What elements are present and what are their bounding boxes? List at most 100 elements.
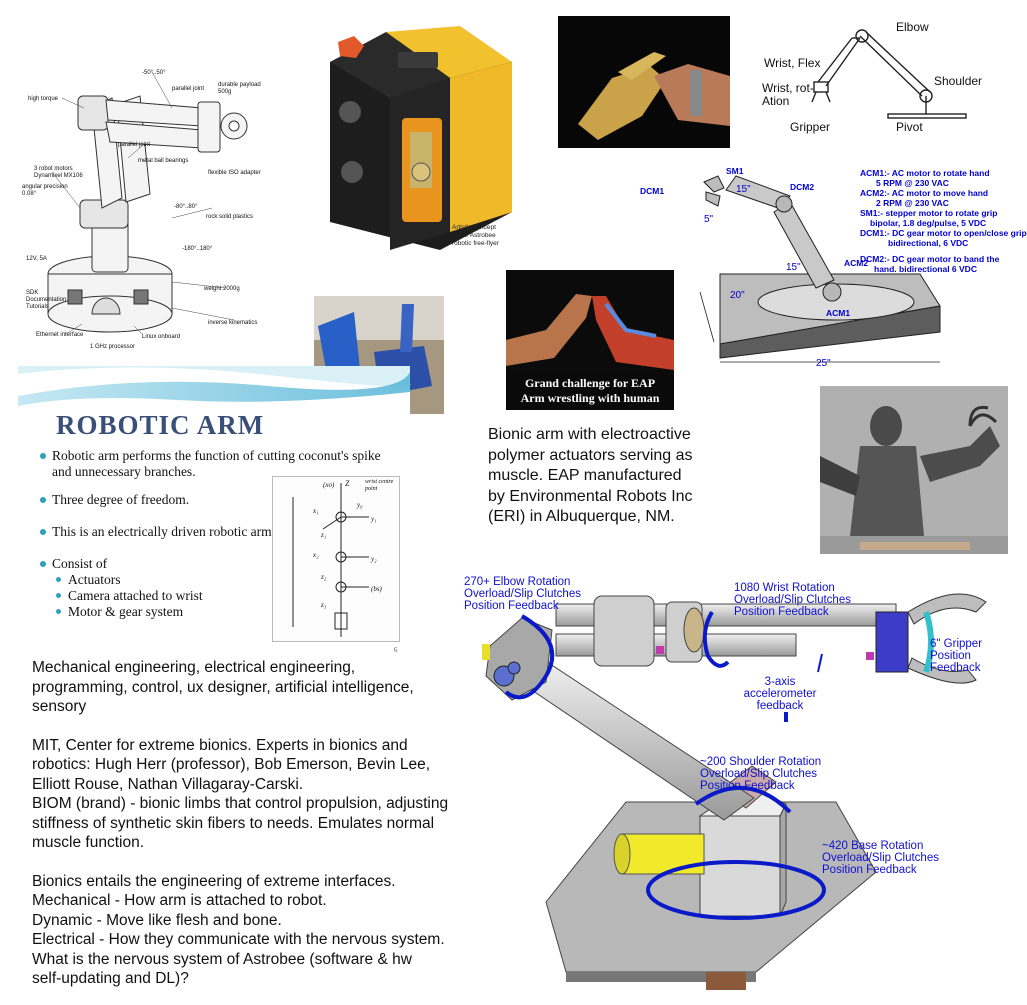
sketch-label-gripper: Gripper — [790, 120, 831, 134]
motor-arm-drawing — [699, 175, 941, 363]
cad-annotation: Position Feedback — [822, 864, 917, 876]
dc-label: ACM1 — [826, 308, 851, 318]
astrobee-caption-line: robotic free-flyer — [452, 240, 499, 247]
sketch-label-wrist-flex: Wrist, Flex — [764, 56, 821, 70]
dc-legend-line: bidirectional, 6 VDC — [888, 238, 969, 248]
sketch-label: z₃ — [321, 601, 327, 609]
eap-arm-wrestling-photo: Grand challenge for EAP Arm wrestling wi… — [506, 270, 674, 410]
eap-description-line: polymer actuators serving as — [488, 446, 693, 464]
slide-bullet-continuation: and unnecessary branches. — [52, 464, 196, 479]
sketch-label-shoulder: Shoulder — [934, 74, 983, 88]
arm-label: -80°..80° — [174, 204, 198, 210]
notes-line: MIT, Center for extreme bionics. Experts… — [32, 736, 408, 754]
arm-label: rock solid plastics — [206, 214, 254, 220]
motor-arm-diagram: SM1 DCM1 15" DCM2 5" 15" ACM2 20" ACM1 2… — [640, 162, 1027, 372]
cad-annotation: Overload/Slip Clutches — [464, 588, 581, 600]
dc-legend-line: DCM1:- DC gear motor to open/close grip — [860, 228, 1027, 238]
dc-label: ACM2 — [844, 258, 869, 268]
astrobee-caption-line: Artist's concept — [452, 224, 496, 231]
dc-label: DCM1 — [640, 186, 665, 196]
notes-line: Bionics entails the engineering of extre… — [32, 872, 396, 890]
robot-handshake-photo — [558, 16, 730, 148]
slide-wave-banner — [18, 366, 411, 406]
robot-arm-product-diagram: high torque -50°..50° parallel joint dur… — [22, 68, 262, 350]
slide-sub-bullet: Camera attached to wrist — [40, 588, 381, 604]
notes-line: sensory — [32, 698, 87, 715]
robotic-arm-slide: ROBOTIC ARM Robotic arm performs the fun… — [18, 366, 411, 658]
eap-description-line: (ERI) in Albuquerque, NM. — [488, 508, 675, 525]
slide-bullet: Robotic arm performs the function of cut… — [40, 448, 381, 464]
arm-label: -50°..50° — [142, 70, 166, 76]
dc-legend-line: hand. bidirectional 6 VDC — [874, 264, 977, 274]
slide-sub-bullet: Actuators — [40, 572, 381, 588]
dc-label: DCM2 — [790, 182, 815, 192]
dc-legend-line: bipolar, 1.8 deg/pulse, 5 VDC — [870, 218, 987, 228]
dc-legend-line: ACM2:- AC motor to move hand — [860, 188, 989, 198]
cad-annotation: 1080 Wrist Rotation — [734, 582, 835, 594]
scientist-robotic-arm-photo — [820, 386, 1008, 554]
notes-line: stiffness of synthetic skin fibers to ne… — [32, 814, 435, 832]
sketch-label: y₁ — [371, 515, 377, 523]
cad-annotation: Overload/Slip Clutches — [734, 594, 851, 606]
arm-label: parallel joint — [172, 86, 205, 92]
cad-robotic-arm-diagram: 270+ Elbow Rotation Overload/Slip Clutch… — [456, 572, 1008, 992]
eap-description: Bionic arm with electroactive polymer ac… — [488, 425, 693, 528]
handshake-drawing — [558, 16, 730, 148]
cad-annotation: 6" Gripper — [930, 638, 983, 650]
eap-description-line: by Environmental Robots Inc — [488, 487, 693, 505]
arm-label: weight 2000g — [204, 286, 240, 292]
sketch-label: Z — [345, 479, 350, 488]
sketch-label: wrist centre point — [365, 479, 394, 492]
slide-bullet: Three degree of freedom. — [40, 492, 381, 508]
arm-label: -180°..180° — [182, 246, 213, 252]
slide-title: ROBOTIC ARM — [56, 410, 265, 440]
cad-annotation: Position Feedback — [700, 780, 795, 792]
sketch-label-elbow: Elbow — [896, 20, 929, 34]
sketch-label: z₂ — [321, 573, 327, 581]
cad-annotation: feedback — [756, 700, 804, 712]
cad-annotation: accelerometer — [743, 688, 817, 700]
notes-line: What is the nervous system of Astrobee (… — [32, 950, 412, 968]
notes-line: robotics: Hugh Herr (professor), Bob Eme… — [32, 756, 431, 773]
sketch-label: (xo) — [323, 481, 335, 489]
dc-label: 15" — [736, 184, 751, 195]
arm-label: durable payload 500g — [218, 82, 261, 95]
cad-annotation: Overload/Slip Clutches — [700, 768, 817, 780]
notes-line: muscle function. — [32, 834, 144, 851]
notes-line: BIOM (brand) - bionic limbs that control… — [32, 795, 449, 812]
cad-annotation: Overload/Slip Clutches — [822, 852, 939, 864]
sketch-label-wrist-rot: Wrist, rot- — [762, 81, 814, 95]
sketch-label: y₀ — [357, 501, 363, 509]
notes-line: self-updating and DL)? — [32, 970, 189, 987]
cad-annotation: 270+ Elbow Rotation — [464, 576, 571, 588]
notes-line: Elliott Rouse, Nathan Villagaray-Carski. — [32, 775, 304, 793]
sketch-label: x₁ — [313, 507, 319, 515]
arm-label: inverse kinematics — [208, 320, 258, 326]
arm-wrestling-drawing — [506, 270, 674, 374]
cad-arm-drawing — [482, 593, 987, 990]
cad-annotation: Position Feedback — [734, 606, 829, 618]
cad-annotation: Position Feedback — [464, 600, 559, 612]
astrobee-caption-line: of the Astrobee — [452, 232, 496, 239]
slide-sub-bullet: Motor & gear system — [40, 604, 381, 620]
notes-line: programming, control, ux designer, artif… — [32, 678, 414, 696]
arm-label: 1 GHz processor — [90, 344, 136, 350]
arm-joint-sketch: Elbow Wrist, Flex Shoulder Wrist, rot- A… — [756, 16, 983, 140]
sketch-label-wrist-rot: Ation — [762, 94, 790, 108]
sketch-label: z₁ — [321, 531, 327, 539]
sketch-label: y₂ — [371, 555, 377, 563]
dc-label: 5" — [704, 214, 714, 225]
notes-line: Mechanical engineering, electrical engin… — [32, 659, 356, 676]
arm-label: flexible ISO adapter — [208, 170, 261, 176]
eap-caption-line: Grand challenge for EAP — [524, 376, 656, 390]
slide-bullet: Consist of — [40, 556, 381, 572]
arm-sketch-drawing — [811, 29, 967, 119]
dc-label: SM1 — [726, 166, 744, 176]
arm-label: metal ball bearings — [138, 158, 189, 164]
notes-text: Mechanical engineering, electrical engin… — [32, 658, 448, 989]
cad-annotation: ~420 Base Rotation — [822, 840, 924, 852]
scientist-photo-drawing — [820, 386, 1008, 554]
dc-label: 25" — [816, 358, 831, 369]
eap-description-line: muscle. EAP manufactured — [488, 467, 682, 484]
dc-legend-line: 2 RPM @ 230 VAC — [876, 198, 949, 208]
